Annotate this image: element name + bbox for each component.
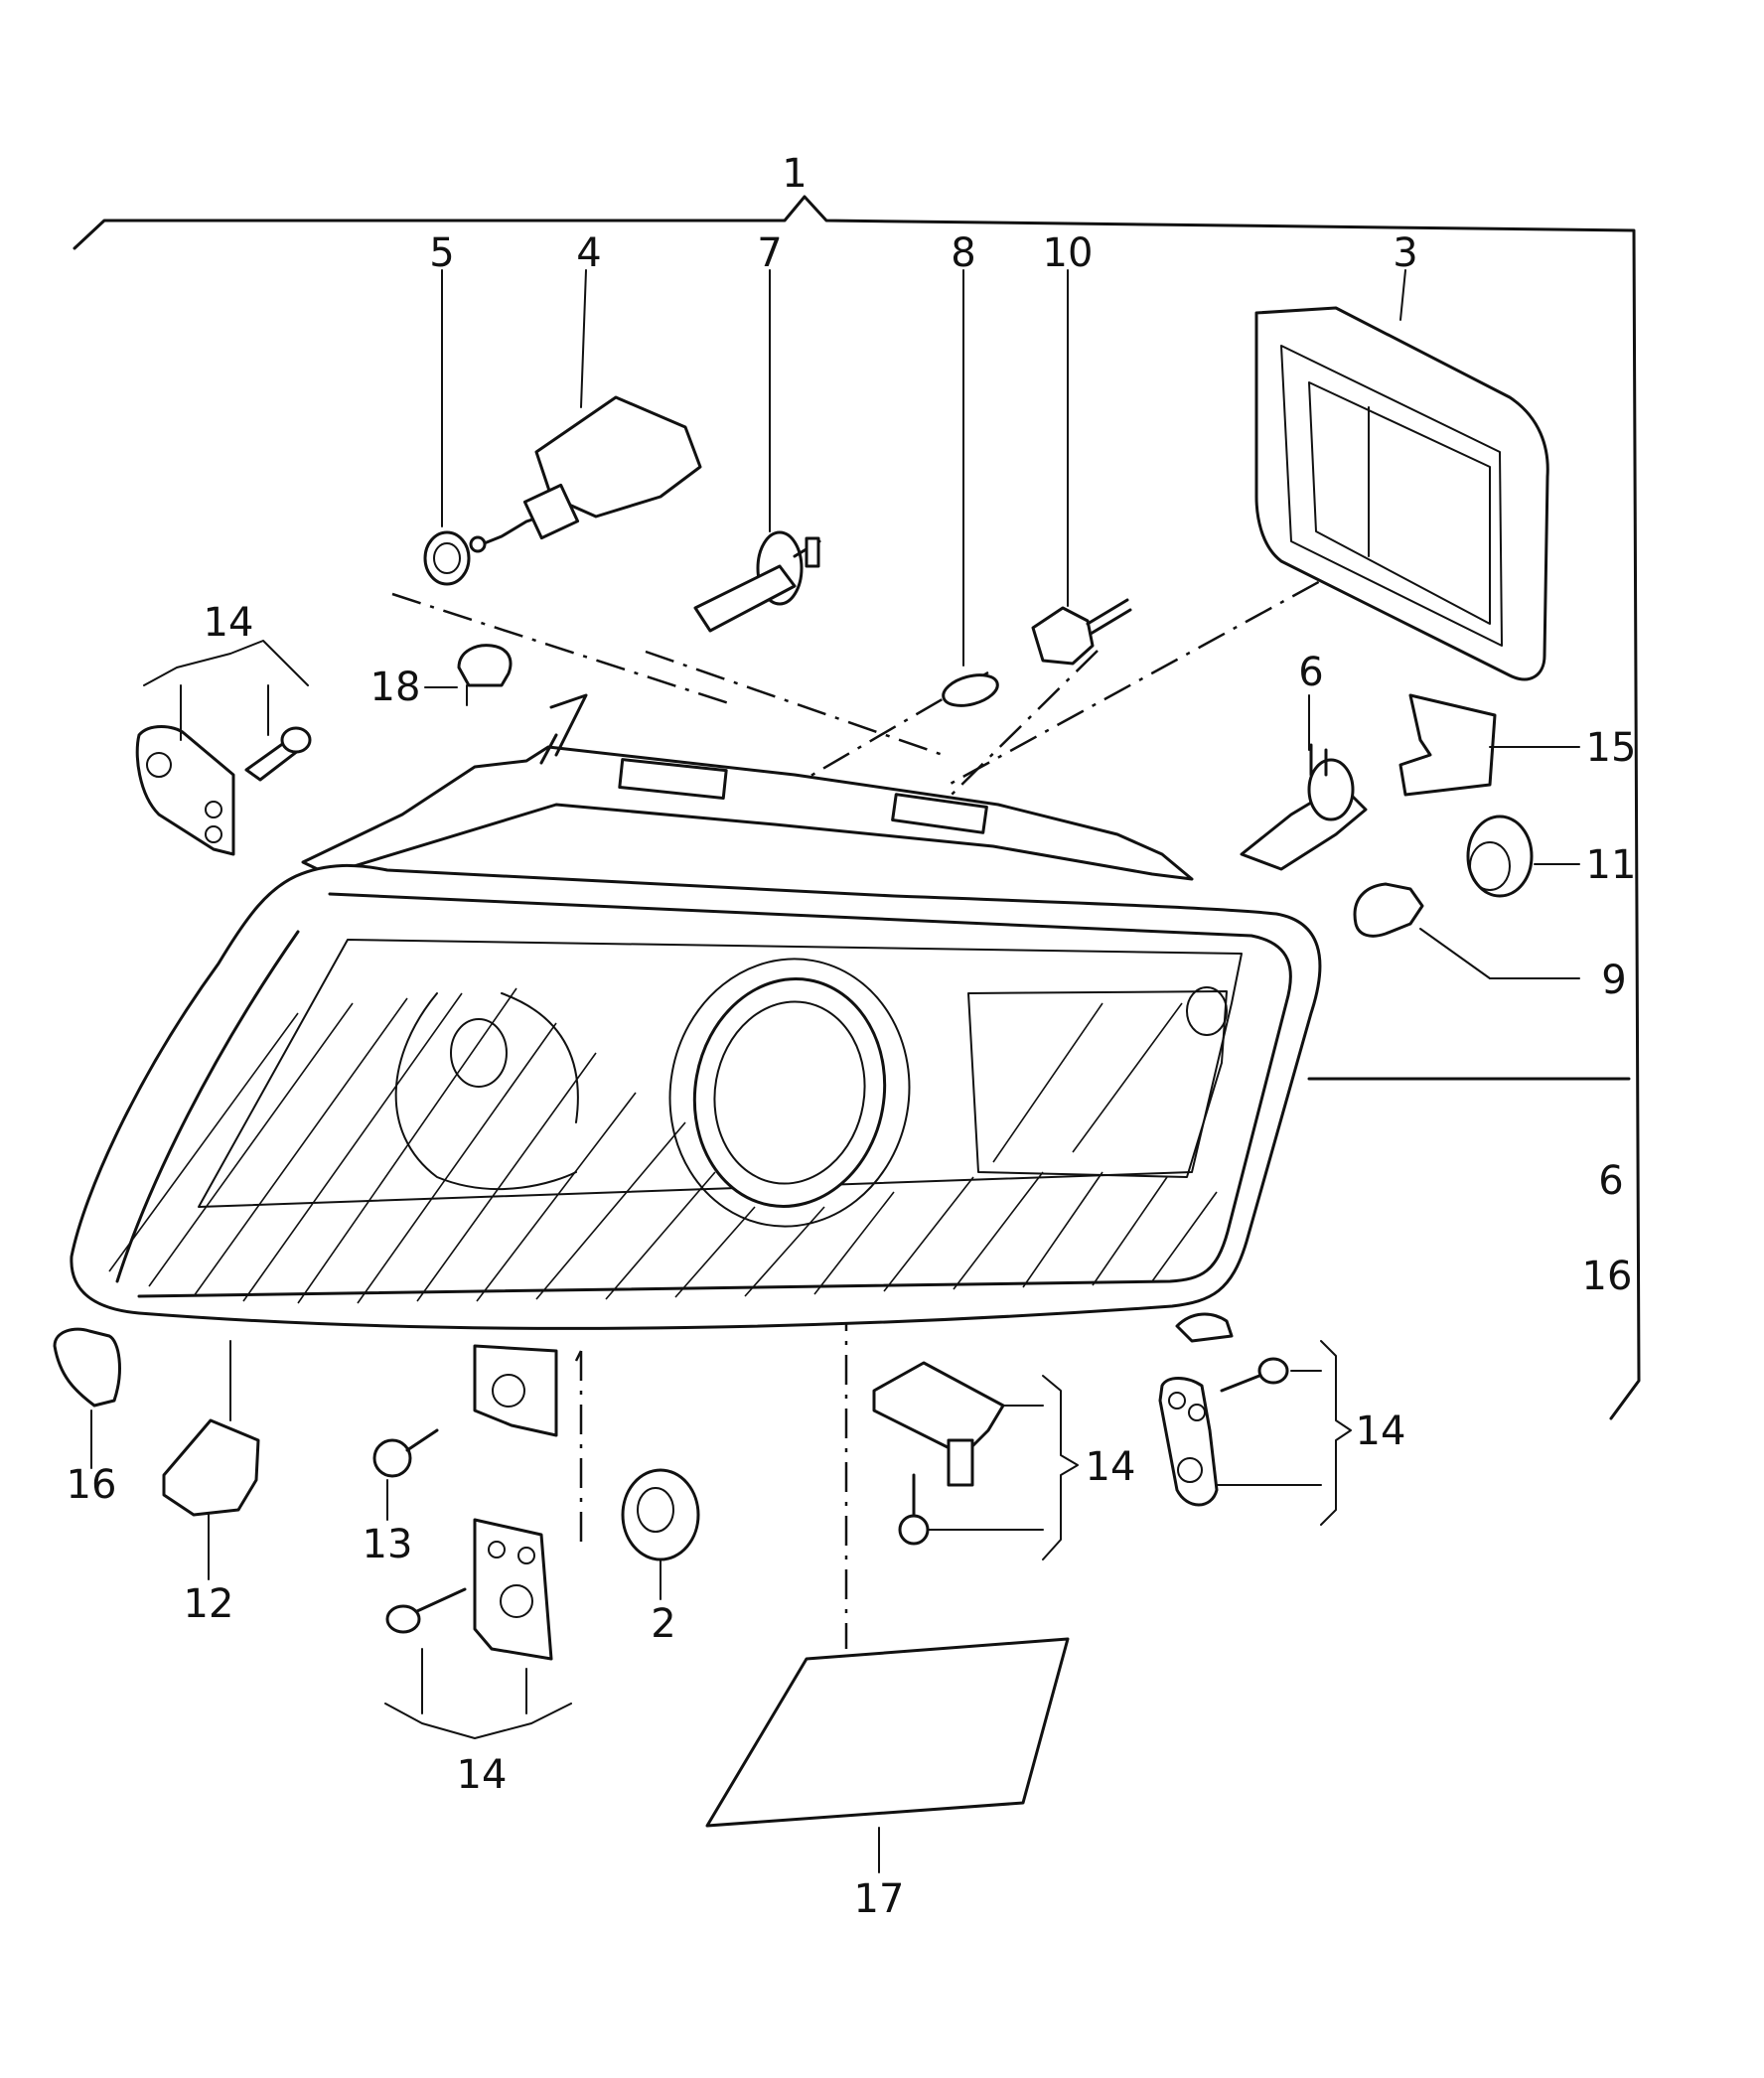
cap-part bbox=[457, 644, 513, 706]
lens-hatching bbox=[108, 987, 1218, 1304]
callout-14-top-left: 14 bbox=[204, 600, 254, 646]
callout-18: 18 bbox=[370, 665, 421, 710]
callout-9: 9 bbox=[1601, 958, 1626, 1003]
socket-part bbox=[1031, 598, 1132, 666]
callout-14-center: 14 bbox=[1086, 1444, 1136, 1490]
callout-7: 7 bbox=[757, 230, 782, 276]
callout-11: 11 bbox=[1586, 842, 1637, 888]
bottom-hardware bbox=[53, 1312, 1289, 1828]
callout-4: 4 bbox=[576, 230, 601, 276]
bulb-9-part bbox=[1353, 882, 1424, 938]
callout-13: 13 bbox=[363, 1522, 413, 1567]
bulb-h7-right-part bbox=[1240, 743, 1368, 871]
bulb-h7-part bbox=[693, 530, 821, 633]
callout-16-right: 16 bbox=[1582, 1254, 1633, 1299]
callout-16-left: 16 bbox=[67, 1462, 117, 1508]
callout-17: 17 bbox=[854, 1876, 905, 1922]
callout-10: 10 bbox=[1043, 230, 1094, 276]
callout-2: 2 bbox=[651, 1601, 675, 1647]
headlight-housing bbox=[70, 693, 1322, 1330]
bracket-15-part bbox=[1398, 693, 1497, 797]
callout-6-top: 6 bbox=[1298, 650, 1323, 695]
callout-14-bottom-left: 14 bbox=[457, 1752, 508, 1798]
callout-3: 3 bbox=[1393, 230, 1417, 276]
callout-14-right: 14 bbox=[1356, 1409, 1406, 1454]
assembly-bracket bbox=[73, 195, 1641, 1420]
bracket-kit-14-top-left bbox=[135, 725, 312, 856]
adjuster-motor-part bbox=[469, 395, 702, 553]
callout-labels: 1 5 4 7 8 10 3 14 18 6 15 11 9 6 16 16 1… bbox=[67, 151, 1637, 1922]
callout-8: 8 bbox=[951, 230, 975, 276]
callout-6-right: 6 bbox=[1598, 1158, 1623, 1204]
callout-15: 15 bbox=[1586, 725, 1637, 771]
ring-seal-part bbox=[423, 530, 471, 586]
cover-frame-part bbox=[1254, 306, 1549, 681]
small-bulb-part bbox=[942, 673, 999, 707]
callout-5: 5 bbox=[429, 230, 454, 276]
callout-12: 12 bbox=[184, 1581, 234, 1627]
leader-lines bbox=[90, 269, 1580, 1873]
callout-1: 1 bbox=[782, 151, 807, 197]
socket-11-part bbox=[1466, 815, 1534, 898]
assembly-lines bbox=[391, 554, 1367, 1649]
